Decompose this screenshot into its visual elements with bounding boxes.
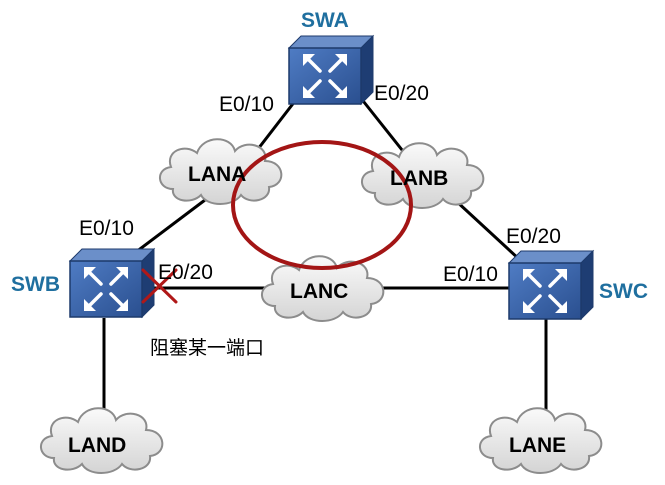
port-label-swb-right: E0/20 <box>158 261 213 284</box>
link-swa-lanb <box>354 91 412 161</box>
link-lana-swb <box>127 198 206 260</box>
lan-label-lana: LANA <box>188 163 246 186</box>
link-lanb-swc <box>453 198 522 262</box>
lan-label-lanc: LANC <box>290 280 348 303</box>
links <box>102 91 548 412</box>
switch-swa <box>287 34 375 106</box>
switch-label-swb: SWB <box>11 273 60 296</box>
switch-label-swc: SWC <box>599 280 648 303</box>
switch-swc <box>507 249 595 321</box>
port-label-swc-top: E0/20 <box>506 225 561 248</box>
lan-label-lanb: LANB <box>390 167 448 190</box>
x-mark-icon <box>141 268 178 304</box>
switch-label-swa: SWA <box>301 9 349 32</box>
blocked-port-note: 阻塞某一端口 <box>150 337 264 359</box>
port-label-swa-left: E0/10 <box>219 93 274 116</box>
lan-label-lane: LANE <box>509 434 566 457</box>
port-label-swb-top: E0/10 <box>79 217 134 240</box>
loop-ring <box>231 140 413 270</box>
port-label-swa-right: E0/20 <box>374 82 429 105</box>
lan-label-land: LAND <box>68 434 126 457</box>
port-label-swc-left: E0/10 <box>443 263 498 286</box>
switch-swb <box>68 247 156 319</box>
